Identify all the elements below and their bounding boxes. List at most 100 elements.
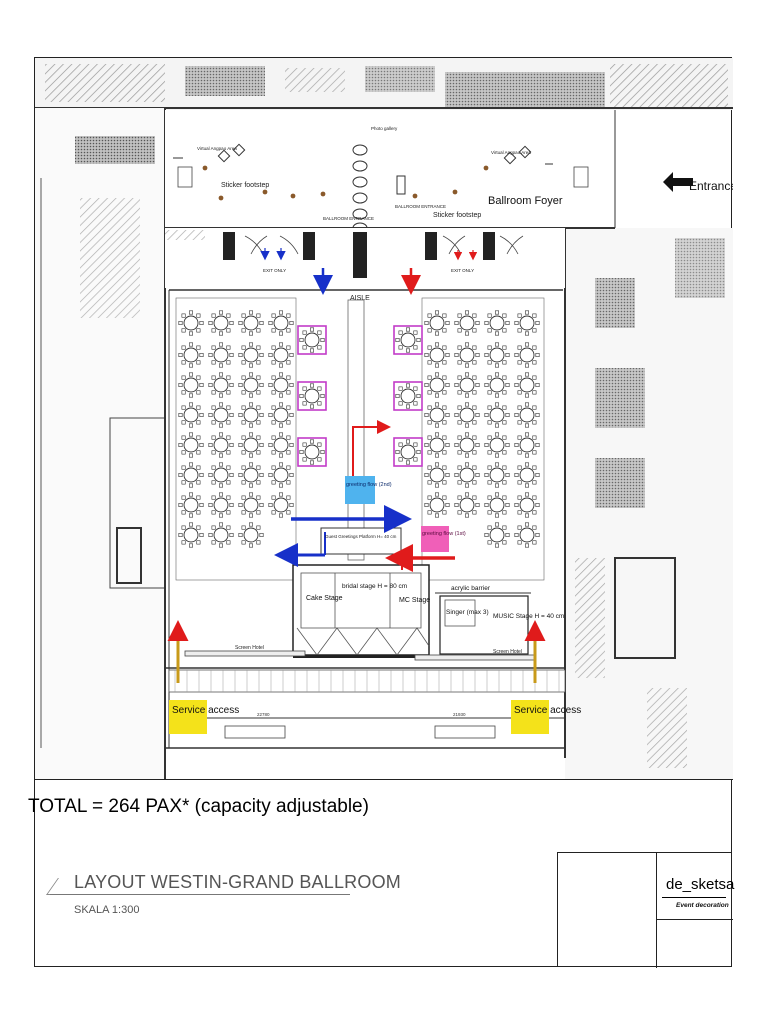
chair	[196, 510, 201, 515]
chair	[211, 495, 216, 500]
chair	[256, 375, 261, 380]
chair	[189, 492, 194, 497]
chair	[289, 442, 294, 447]
screen-hotel-right-label: Screen Hotel	[493, 649, 522, 655]
chair	[475, 352, 480, 357]
chair	[211, 345, 216, 350]
chair	[442, 405, 447, 410]
chair	[241, 420, 246, 425]
table-top	[183, 467, 199, 483]
chair	[487, 360, 492, 365]
chair	[279, 423, 284, 428]
chair	[405, 348, 410, 353]
chair	[256, 540, 261, 545]
chair	[445, 472, 450, 477]
chair	[256, 435, 261, 440]
chair	[181, 510, 186, 515]
chair	[226, 435, 231, 440]
round-table	[178, 342, 204, 368]
chair	[299, 449, 304, 454]
chair	[424, 502, 429, 507]
chair	[211, 313, 216, 318]
drawing-sheet: Entrance Ballroom Foyer Sticker footstep…	[34, 57, 733, 967]
table-top	[273, 437, 289, 453]
chair	[219, 453, 224, 458]
chair	[532, 450, 537, 455]
singer-area	[444, 599, 476, 627]
round-table	[454, 462, 480, 488]
chair	[457, 465, 462, 470]
chair	[457, 480, 462, 485]
round-table	[454, 372, 480, 398]
chair	[475, 382, 480, 387]
chair	[427, 375, 432, 380]
chair	[405, 327, 410, 332]
chair	[487, 465, 492, 470]
round-table	[484, 462, 510, 488]
chair	[249, 483, 254, 488]
chair	[524, 432, 529, 437]
chair	[181, 465, 186, 470]
entrance-arrow-icon	[663, 172, 693, 192]
guest-tables-right	[393, 297, 545, 581]
chair	[413, 386, 418, 391]
chair	[464, 393, 469, 398]
chair	[241, 540, 246, 545]
singer-label: Singer (max 3)	[446, 609, 489, 616]
round-table	[514, 432, 540, 458]
chair	[279, 331, 284, 336]
chair	[442, 495, 447, 500]
chair	[286, 435, 291, 440]
chair	[524, 522, 529, 527]
chair	[532, 495, 537, 500]
table-top	[429, 467, 445, 483]
round-table	[484, 342, 510, 368]
chair	[271, 480, 276, 485]
greeting-flow-1st-label: greeting flow (1st)	[422, 531, 466, 537]
chair	[502, 345, 507, 350]
table-top	[429, 377, 445, 393]
chair	[189, 402, 194, 407]
chair	[208, 412, 213, 417]
floor-plan-drawing: Entrance Ballroom Foyer Sticker footstep…	[35, 58, 733, 779]
chair	[532, 328, 537, 333]
chair	[464, 453, 469, 458]
chair	[494, 342, 499, 347]
foyer-easel	[396, 175, 406, 195]
chair	[517, 465, 522, 470]
chair	[445, 382, 450, 387]
chair	[189, 513, 194, 518]
chair	[502, 510, 507, 515]
chair	[434, 372, 439, 377]
chair	[424, 412, 429, 417]
chair	[178, 352, 183, 357]
ballroom-entrance-right: BALLROOM ENTRANCE	[395, 204, 446, 209]
chair	[532, 480, 537, 485]
chair	[464, 492, 469, 497]
chair	[457, 450, 462, 455]
chair	[317, 386, 322, 391]
chair	[256, 510, 261, 515]
chair	[286, 465, 291, 470]
top-structure	[365, 66, 435, 92]
chair	[226, 360, 231, 365]
chair	[475, 320, 480, 325]
chair	[268, 412, 273, 417]
chair	[484, 502, 489, 507]
chair	[196, 465, 201, 470]
vip-round-table	[393, 437, 423, 467]
chair	[413, 345, 418, 350]
chair	[524, 492, 529, 497]
chair	[524, 543, 529, 548]
chair	[454, 382, 459, 387]
chair	[427, 345, 432, 350]
chair	[472, 390, 477, 395]
chair	[502, 495, 507, 500]
chair	[189, 372, 194, 377]
table-top	[183, 315, 199, 331]
vip-round-table	[393, 381, 423, 411]
chair	[189, 363, 194, 368]
chair	[181, 540, 186, 545]
chair	[472, 465, 477, 470]
chair	[241, 375, 246, 380]
